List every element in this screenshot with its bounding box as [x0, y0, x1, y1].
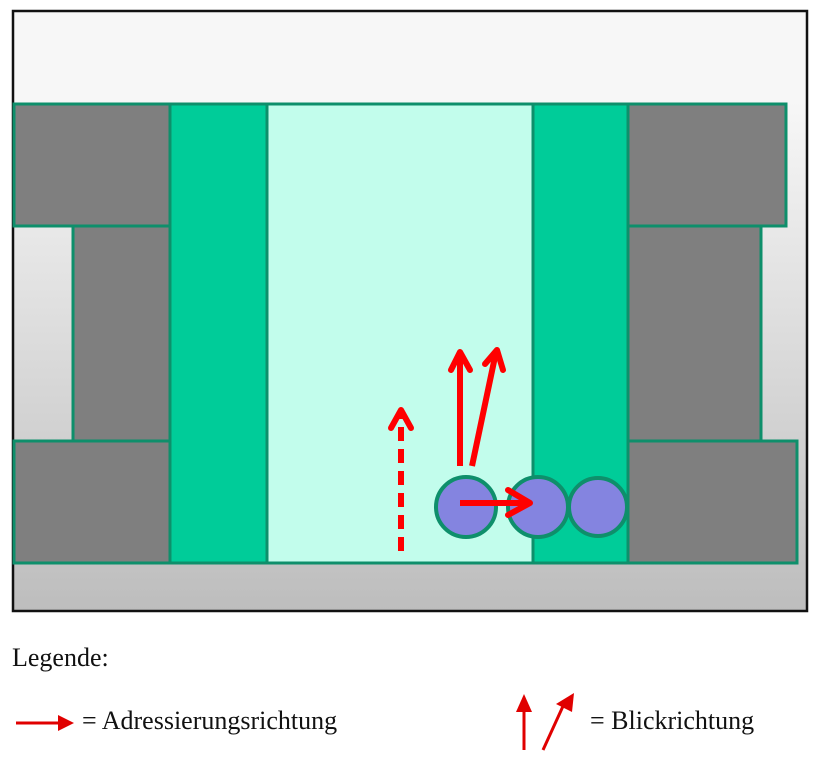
legend-label-view: = Blickrichtung: [590, 706, 755, 735]
legend-title: Legende:: [12, 643, 109, 672]
view-arrow-vertical: [448, 349, 473, 466]
arrow-right-icon: [16, 715, 74, 731]
left-block-middle: [71, 224, 172, 443]
circle-3: [567, 476, 629, 538]
arrow-up-icon: [516, 694, 532, 750]
view-arrow-diagonal: [469, 347, 506, 467]
arrow-diagonal-icon: [541, 693, 574, 751]
left-block-top: [12, 102, 172, 228]
diagram-canvas: [11, 9, 809, 613]
dashed-view-arrow: [388, 407, 414, 551]
green-column-left: [168, 102, 269, 565]
right-block-middle: [626, 224, 763, 443]
left-block-bottom: [12, 439, 172, 565]
circle-1: [434, 475, 498, 539]
legend-label-addressing: = Adressierungsrichtung: [82, 706, 338, 735]
right-block-top: [626, 102, 788, 228]
addressing-arrow: [460, 487, 533, 518]
right-block-bottom: [626, 439, 799, 565]
